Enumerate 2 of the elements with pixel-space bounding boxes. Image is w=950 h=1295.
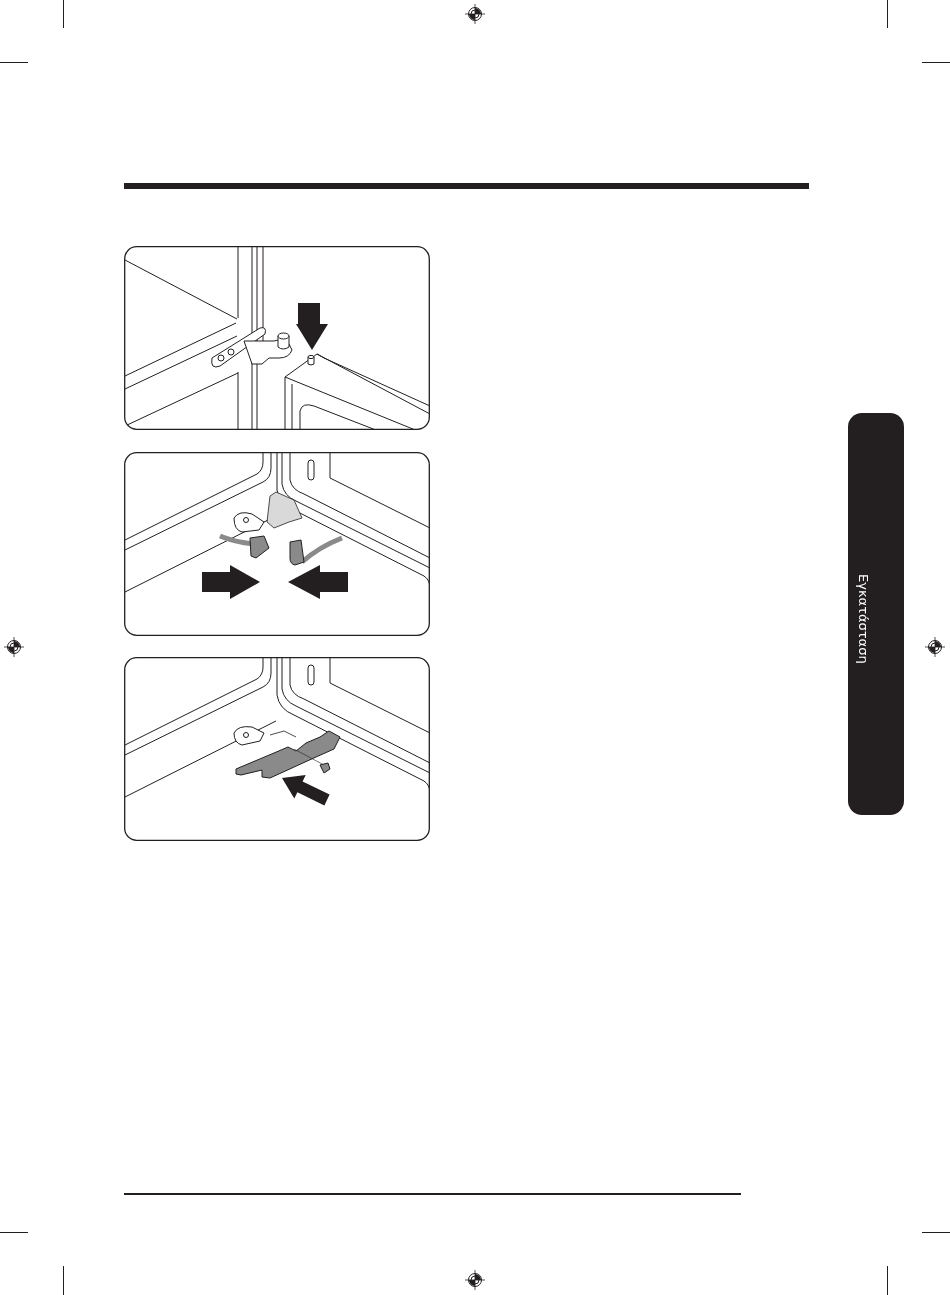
tab-label: Εγκατάσταση bbox=[857, 574, 870, 664]
section-tab bbox=[848, 413, 904, 815]
